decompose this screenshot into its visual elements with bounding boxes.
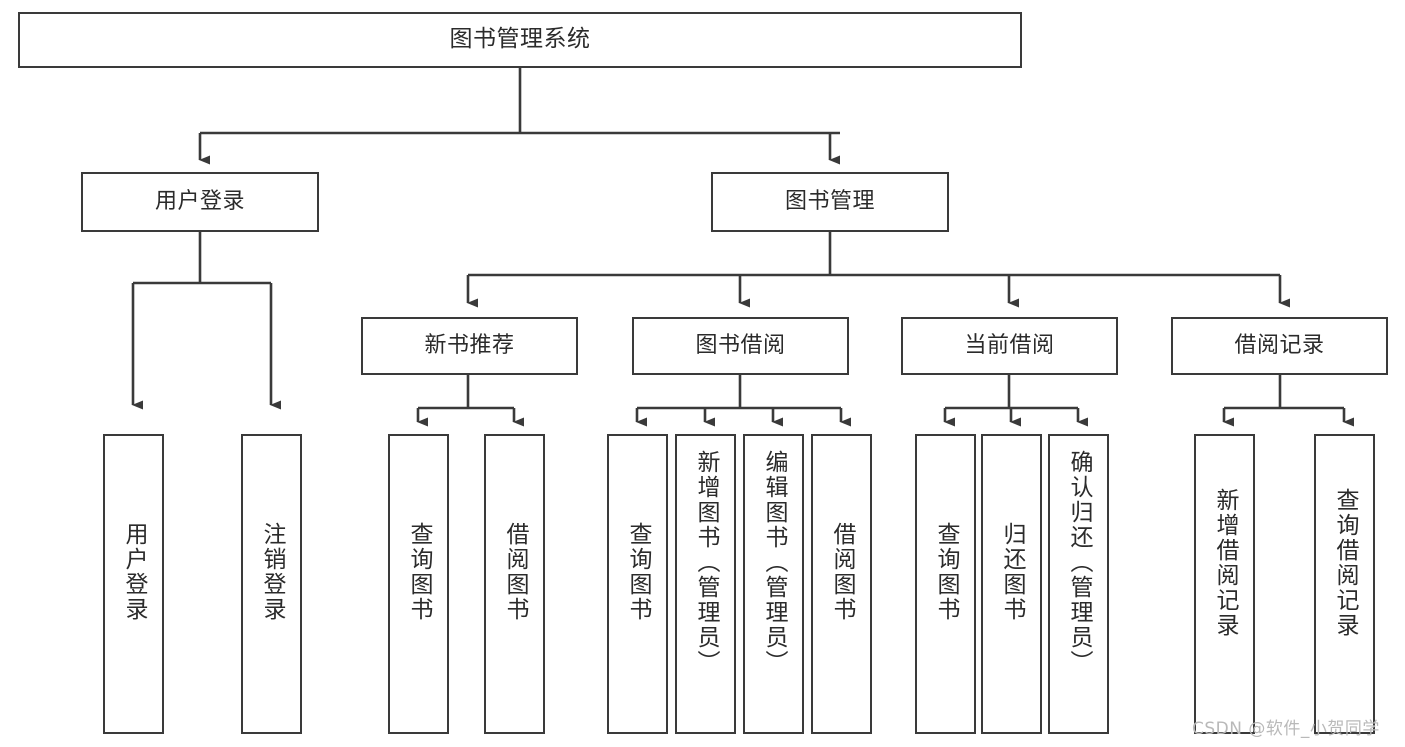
leaf-user-login-login[interactable]: 用户登录 <box>103 434 164 734</box>
leaf-recommend-query-book[interactable]: 查询图书 <box>388 434 449 734</box>
node-label: 查询图书 <box>933 522 959 622</box>
node-label: 借阅图书 <box>502 522 528 622</box>
node-root-system[interactable]: 图书管理系统 <box>18 12 1022 68</box>
csdn-watermark: CSDN @软件_小贺同学 <box>1192 719 1380 739</box>
node-book-management[interactable]: 图书管理 <box>711 172 949 232</box>
node-label: 查询图书 <box>406 522 432 622</box>
leaf-record-query-record[interactable]: 查询借阅记录 <box>1314 434 1375 734</box>
node-label: 借阅图书 <box>829 522 855 622</box>
leaf-borrow-borrow-book[interactable]: 借阅图书 <box>811 434 872 734</box>
node-label: 用户登录 <box>154 189 245 215</box>
leaf-recommend-borrow-book[interactable]: 借阅图书 <box>484 434 545 734</box>
node-label: 确认归还（管理员） <box>1066 450 1092 675</box>
leaf-borrow-query-book[interactable]: 查询图书 <box>607 434 668 734</box>
node-label: 图书借阅 <box>695 333 786 359</box>
node-label: 用户登录 <box>121 522 147 622</box>
node-label: 归还图书 <box>999 522 1025 622</box>
node-label: 图书管理系统 <box>449 26 591 53</box>
leaf-record-add-record[interactable]: 新增借阅记录 <box>1194 434 1255 734</box>
node-label: 查询借阅记录 <box>1332 488 1358 638</box>
node-label: 借阅记录 <box>1234 333 1325 359</box>
node-label: 新增借阅记录 <box>1212 488 1238 638</box>
leaf-borrow-edit-book-admin[interactable]: 编辑图书（管理员） <box>743 434 804 734</box>
node-label: 新增图书（管理员） <box>693 450 719 675</box>
node-label: 图书管理 <box>784 189 875 215</box>
node-label: 编辑图书（管理员） <box>761 450 787 675</box>
leaf-user-login-logout[interactable]: 注销登录 <box>241 434 302 734</box>
node-user-login[interactable]: 用户登录 <box>81 172 319 232</box>
leaf-borrow-add-book-admin[interactable]: 新增图书（管理员） <box>675 434 736 734</box>
node-new-book-recommend[interactable]: 新书推荐 <box>361 317 578 375</box>
node-label: 当前借阅 <box>964 333 1055 359</box>
node-book-borrow[interactable]: 图书借阅 <box>632 317 849 375</box>
node-borrow-record[interactable]: 借阅记录 <box>1171 317 1388 375</box>
node-current-borrow[interactable]: 当前借阅 <box>901 317 1118 375</box>
leaf-current-query-book[interactable]: 查询图书 <box>915 434 976 734</box>
node-label: 注销登录 <box>259 522 285 622</box>
node-label: 新书推荐 <box>424 333 515 359</box>
leaf-current-confirm-return-admin[interactable]: 确认归还（管理员） <box>1048 434 1109 734</box>
node-label: 查询图书 <box>625 522 651 622</box>
leaf-current-return-book[interactable]: 归还图书 <box>981 434 1042 734</box>
